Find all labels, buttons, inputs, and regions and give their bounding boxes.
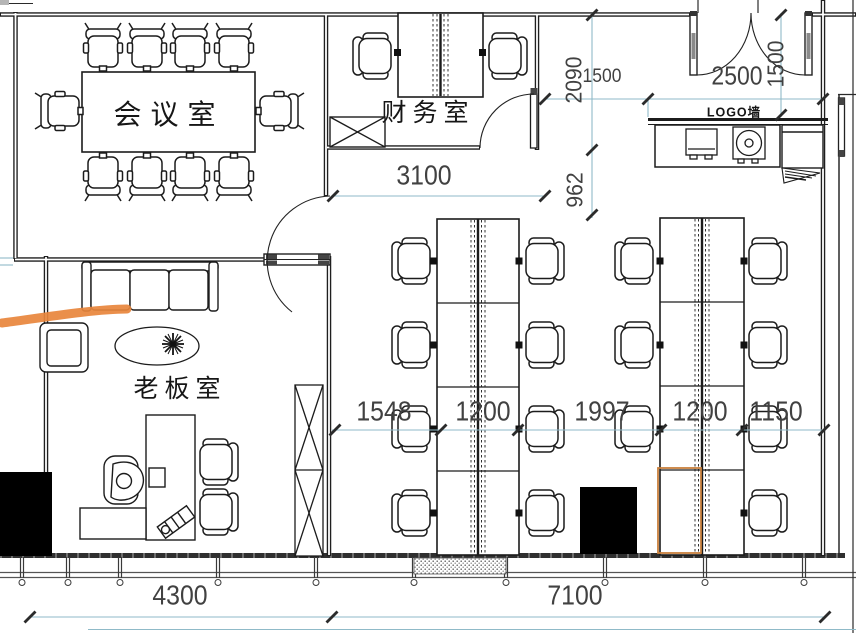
dim-1500-top: 1500	[582, 65, 622, 88]
open-office	[391, 217, 788, 556]
office-chair	[525, 405, 565, 453]
column-middle	[580, 487, 637, 554]
office-chair	[748, 321, 788, 369]
dim-1997: 1997	[574, 396, 630, 427]
office-chair	[748, 489, 788, 537]
tall-cabinet	[294, 384, 324, 557]
finance-door	[479, 88, 538, 149]
finance-room-label: 财务室	[381, 99, 475, 127]
sofa	[81, 261, 219, 312]
office-chair	[525, 321, 565, 369]
dim-962: 962	[561, 172, 588, 208]
finance-crosshatch-cabinet	[329, 116, 386, 148]
office-chair	[391, 321, 431, 369]
entrance-double-door	[689, 11, 813, 76]
desk-cluster-left	[436, 218, 520, 556]
orange-marker-annotation	[0, 304, 132, 328]
dim-1500-right: 1500	[762, 40, 789, 88]
dim-3100: 3100	[396, 160, 452, 191]
office-chair	[748, 237, 788, 285]
reception-cabinet	[781, 124, 824, 184]
office-chair	[391, 237, 431, 285]
copier-icon	[685, 128, 718, 160]
boss-desk-set	[79, 414, 239, 541]
dimension-ticks	[23, 8, 832, 624]
dimension-lines	[0, 13, 856, 631]
boss-room-label: 老板室	[133, 375, 227, 403]
dim-4300: 4300	[152, 580, 208, 611]
dim-1548: 1548	[356, 396, 412, 427]
dim-1200-a: 1200	[455, 396, 511, 427]
reception-area	[648, 118, 828, 184]
office-chair	[614, 321, 654, 369]
office-chair	[614, 237, 654, 285]
office-chair	[525, 237, 565, 285]
dim-7100: 7100	[547, 580, 603, 611]
dim-1150: 1150	[749, 396, 803, 427]
logo-wall-label: LOGO墙	[706, 105, 762, 120]
dim-2500: 2500	[711, 62, 763, 91]
finance-room	[329, 12, 538, 149]
dim-1200-b: 1200	[672, 396, 728, 427]
floor-vent-hatch	[413, 557, 507, 575]
desk-cluster-right	[659, 217, 745, 556]
plant-icon	[162, 333, 184, 355]
dim-2090: 2090	[560, 56, 587, 104]
boss-office	[39, 261, 324, 557]
column-left	[0, 472, 52, 556]
armchair	[39, 322, 89, 373]
oval-rug	[114, 326, 200, 366]
round-device-icon	[732, 126, 766, 164]
meeting-room-door	[263, 195, 331, 313]
window-wall	[0, 553, 856, 586]
meeting-room	[34, 22, 331, 313]
side-door	[837, 97, 846, 157]
office-chair	[525, 489, 565, 537]
orange-highlight-rectangle	[657, 467, 702, 554]
office-chair	[391, 489, 431, 537]
person-icon	[115, 472, 133, 490]
meeting-room-label: 会议室	[113, 99, 225, 130]
phone-icon	[156, 504, 196, 540]
